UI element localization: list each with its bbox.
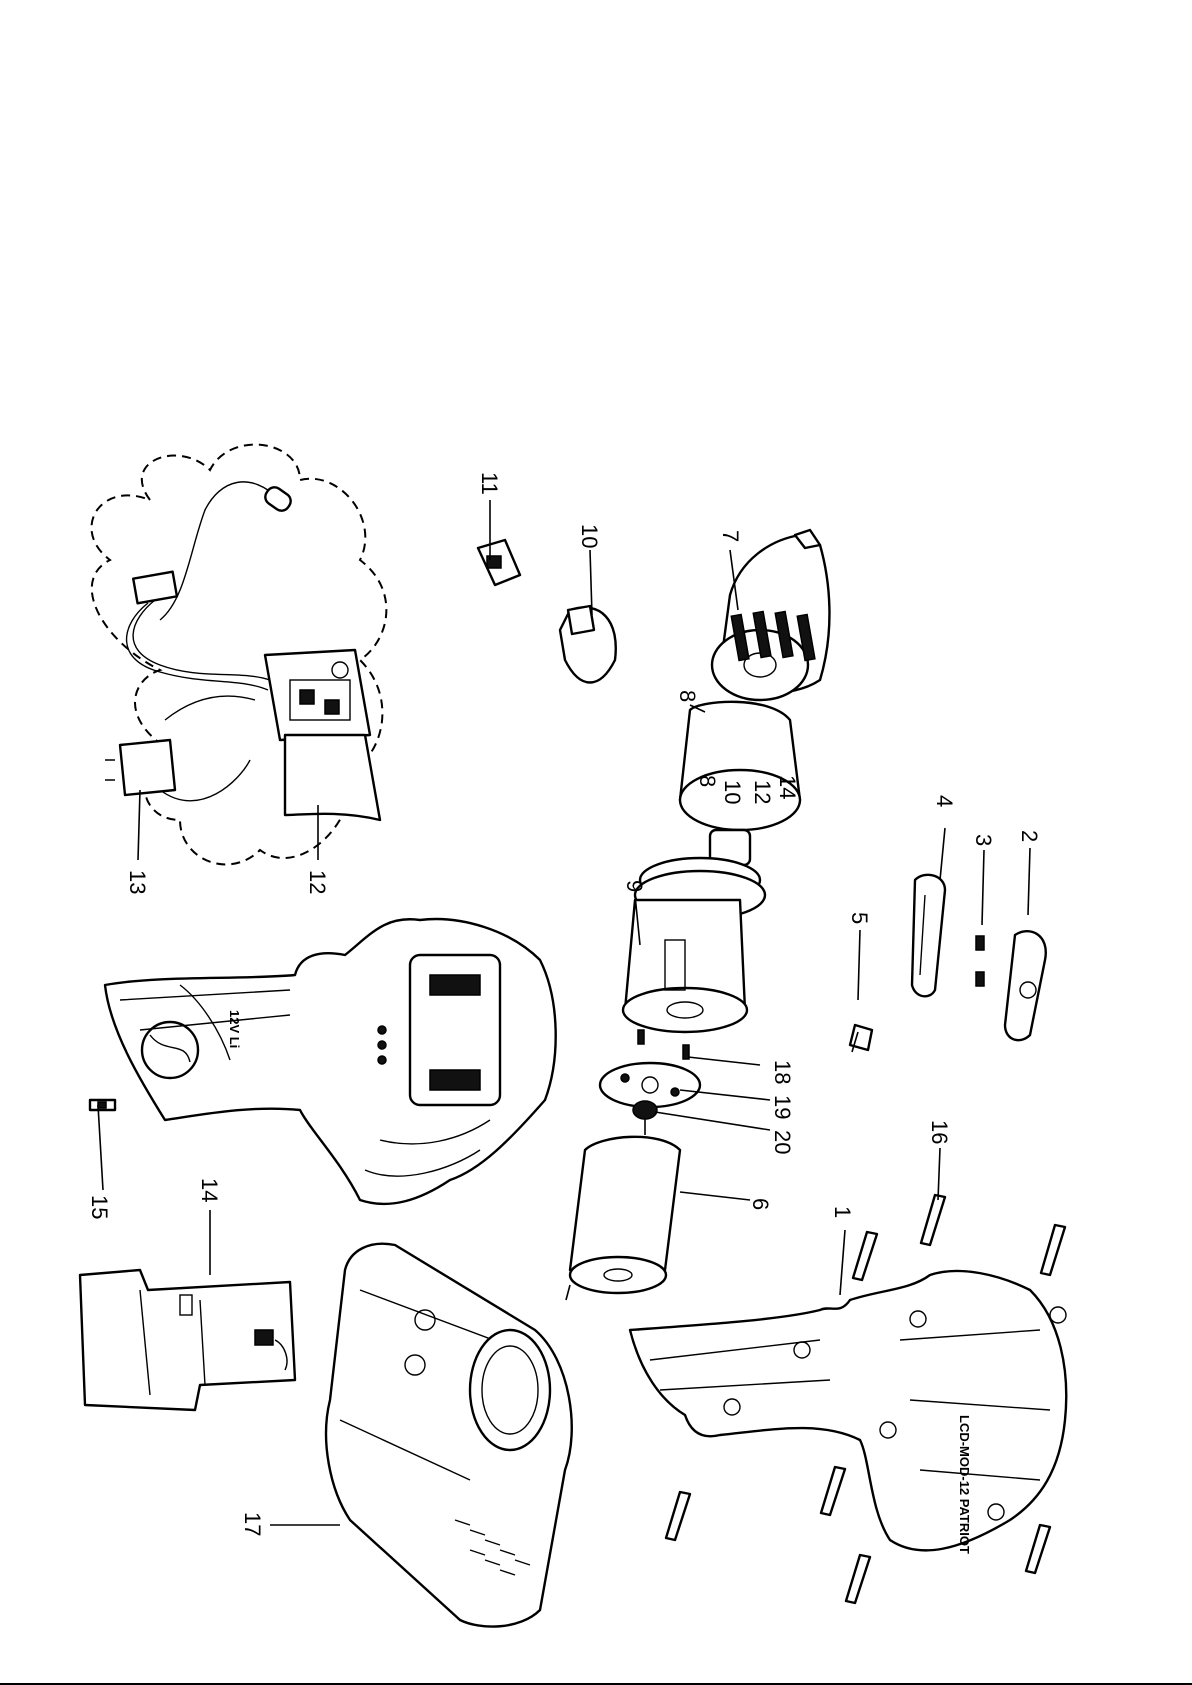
callout-9: 9 xyxy=(622,880,647,892)
callout-3: 3 xyxy=(971,834,996,846)
part-3-screws xyxy=(976,936,984,986)
callout-8: 8 xyxy=(675,690,700,702)
part-1-housing-half: LCD-MOD-12 PATRIOT xyxy=(630,1271,1066,1554)
callout-7: 7 xyxy=(718,530,743,542)
housing-model-label: LCD-MOD-12 PATRIOT xyxy=(957,1415,972,1554)
callout-14: 14 xyxy=(197,1178,222,1202)
switch-terminal-part-13 xyxy=(105,740,175,795)
part-5-bit-holder xyxy=(850,1025,872,1052)
part-20-pinion-gear xyxy=(633,1101,657,1135)
part-19-motor-plate xyxy=(600,1063,700,1107)
part-10-forward-reverse-button xyxy=(560,606,616,683)
clutch-scale-10: 10 xyxy=(720,780,745,804)
callout-4: 4 xyxy=(932,795,957,807)
callout-6: 6 xyxy=(748,1198,773,1210)
part-18-screws xyxy=(638,1030,689,1059)
part-4-belt-clip xyxy=(912,875,945,997)
clutch-scale-8: 8 xyxy=(695,775,720,787)
callout-19: 19 xyxy=(770,1095,795,1119)
callout-11: 11 xyxy=(477,472,502,495)
callout-18: 18 xyxy=(770,1060,795,1084)
part-2-clip-bracket xyxy=(1005,931,1046,1040)
part-7-keyless-chuck xyxy=(712,530,829,700)
callout-20: 20 xyxy=(770,1130,795,1154)
trigger-switch-part-12 xyxy=(265,650,380,820)
drill-housing-assembled: 12V Li xyxy=(105,919,556,1204)
callout-2: 2 xyxy=(1017,830,1042,842)
part-8-clutch-ring: 8 10 12 14 xyxy=(680,702,800,830)
clutch-scale-12: 12 xyxy=(750,780,775,804)
part-9-gearbox xyxy=(623,830,765,1032)
part-6-motor xyxy=(566,1137,680,1300)
callout-10: 10 xyxy=(577,524,602,548)
callout-1: 1 xyxy=(830,1206,855,1218)
part-14-battery-pack xyxy=(80,1270,295,1410)
led-light-part xyxy=(133,482,294,620)
callout-17: 17 xyxy=(240,1512,265,1536)
callout-15: 15 xyxy=(87,1195,112,1219)
callout-12: 12 xyxy=(305,870,330,894)
part-15-small-label xyxy=(90,1100,115,1110)
callout-16: 16 xyxy=(927,1120,952,1144)
callout-13: 13 xyxy=(125,870,150,894)
battery-voltage-label: 12V Li xyxy=(227,1010,242,1048)
part-11-clip xyxy=(478,540,520,585)
part-17-charger xyxy=(326,1244,572,1627)
clutch-scale-14: 14 xyxy=(775,775,800,799)
callout-5: 5 xyxy=(847,912,872,924)
